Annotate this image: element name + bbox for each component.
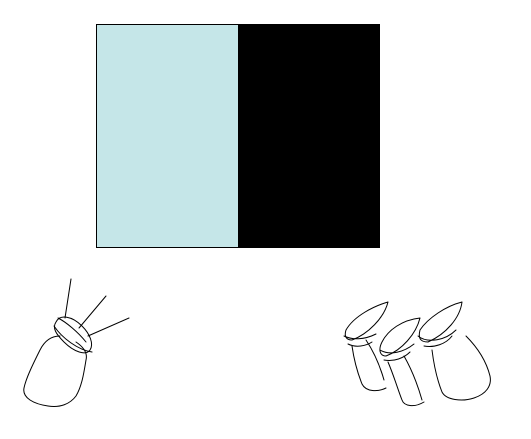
black-panel xyxy=(238,24,380,248)
lamp-rim xyxy=(53,317,93,353)
lamp-rim xyxy=(343,333,377,347)
light-ray xyxy=(64,278,72,319)
lamp-rim xyxy=(417,329,457,347)
lamp-body xyxy=(23,335,87,407)
light-ray xyxy=(87,317,130,337)
lamp-rim xyxy=(379,343,415,361)
lamp-lens xyxy=(379,317,421,357)
lamp-lens xyxy=(418,301,463,343)
lamp-body xyxy=(387,355,425,407)
lamp-lens xyxy=(53,316,93,354)
light-ray xyxy=(78,295,107,329)
lamp-body xyxy=(431,335,491,401)
lamp-lens xyxy=(344,301,389,341)
lamp-body xyxy=(351,339,387,392)
light-cyan-panel xyxy=(96,24,239,248)
